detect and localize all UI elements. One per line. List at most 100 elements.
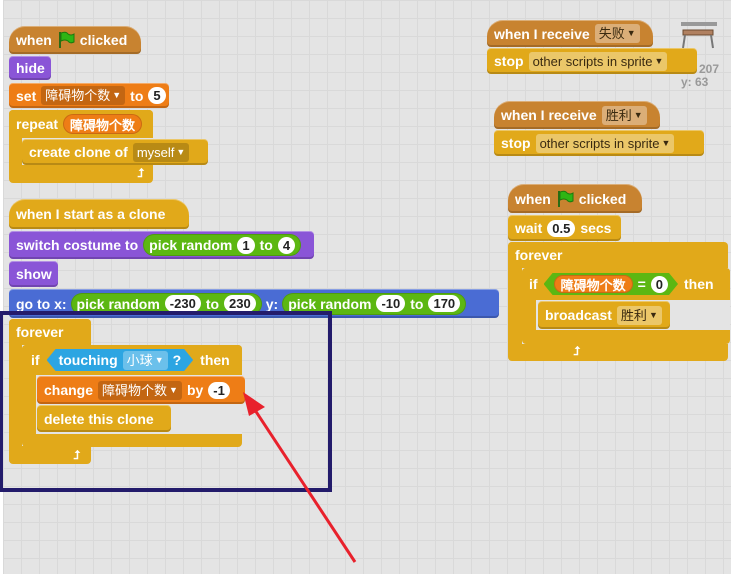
if-block-header: if touching 小球 ▼ ? then (22, 345, 242, 375)
when-flag-clicked-block[interactable]: when clicked (9, 26, 141, 54)
block-label: when I start as a clone (16, 206, 166, 222)
variable-reporter[interactable]: 障碍物个数 (554, 275, 633, 293)
dropdown-value: myself (136, 144, 175, 160)
block-label: create clone of (29, 144, 128, 160)
pick-random-x-reporter[interactable]: pick random -230 to 230 (70, 292, 262, 315)
when-flag-clicked-block[interactable]: when clicked (508, 184, 642, 213)
stop-option-dropdown[interactable]: other scripts in sprite ▼ (528, 51, 668, 71)
create-clone-block[interactable]: create clone of myself ▼ (22, 139, 208, 165)
if-block-header: if 障碍物个数 = 0 then (522, 268, 730, 300)
block-label: then (200, 352, 230, 368)
block-label: secs (580, 220, 612, 236)
dropdown-arrow-icon: ▼ (661, 137, 671, 148)
forever-block-header: forever (9, 319, 91, 345)
wait-value-input[interactable]: 0.5 (547, 219, 576, 237)
dropdown-arrow-icon: ▼ (633, 109, 643, 120)
loop-arrow-icon: ⮥ (573, 344, 581, 358)
pick-random-y-reporter[interactable]: pick random -10 to 170 (282, 292, 467, 315)
variable-dropdown[interactable]: 障碍物个数 ▼ (41, 86, 126, 105)
reporter-label: to (410, 295, 424, 312)
delete-clone-block[interactable]: delete this clone (37, 405, 171, 432)
when-i-receive-block[interactable]: when I receive 胜利 ▼ (494, 101, 660, 129)
x-from-input[interactable]: -230 (164, 295, 201, 312)
stop-block[interactable]: stop other scripts in sprite ▼ (494, 130, 704, 156)
block-label: clicked (79, 32, 128, 48)
dropdown-value: other scripts in sprite (539, 135, 660, 151)
message-dropdown[interactable]: 胜利 ▼ (601, 105, 647, 125)
random-from-input[interactable]: 1 (237, 236, 255, 254)
set-value-input[interactable]: 5 (148, 87, 166, 104)
dropdown-value: 障碍物个数 (45, 88, 111, 103)
repeat-count-reporter[interactable]: 障碍物个数 (63, 114, 143, 134)
equals-predicate[interactable]: 障碍物个数 = 0 (544, 273, 678, 295)
x-to-input[interactable]: 230 (224, 295, 256, 312)
y-to-input[interactable]: 170 (428, 295, 461, 312)
block-label: forever (16, 324, 64, 340)
hide-block[interactable]: hide (9, 56, 51, 80)
reporter-label: to (205, 295, 220, 312)
change-variable-block[interactable]: change 障碍物个数 ▼ by -1 (37, 376, 245, 404)
loop-arrow-icon: ⮥ (137, 166, 145, 180)
block-label: when I receive (494, 25, 590, 42)
dropdown-arrow-icon: ▼ (648, 309, 658, 320)
stop-block[interactable]: stop other scripts in sprite ▼ (487, 48, 697, 74)
predicate-label: touching (58, 352, 118, 368)
pick-random-reporter[interactable]: pick random 1 to 4 (143, 234, 302, 256)
block-label: if (529, 276, 538, 292)
block-label: to (130, 87, 144, 104)
reporter-label: pick random (149, 237, 233, 253)
reporter-label: to (259, 237, 273, 253)
block-label: go to x: (16, 295, 67, 312)
block-label: stop (501, 135, 531, 151)
wait-block[interactable]: wait 0.5 secs (508, 215, 621, 241)
green-flag-icon (557, 190, 574, 207)
block-label: forever (515, 247, 563, 263)
block-label: stop (494, 53, 524, 69)
clone-target-dropdown[interactable]: myself ▼ (132, 142, 190, 162)
stop-option-dropdown[interactable]: other scripts in sprite ▼ (535, 133, 675, 153)
dropdown-arrow-icon: ▼ (112, 90, 122, 100)
block-label: hide (16, 60, 45, 76)
dropdown-arrow-icon: ▼ (169, 384, 178, 395)
y-from-input[interactable]: -10 (376, 295, 406, 312)
block-label: y: (265, 295, 279, 312)
block-label: when (16, 32, 52, 48)
dropdown-value: 胜利 (620, 307, 647, 323)
random-to-input[interactable]: 4 (277, 236, 296, 254)
sprite-y-readout: y: 63 (681, 75, 709, 89)
set-variable-block[interactable]: set 障碍物个数 ▼ to 5 (9, 83, 169, 108)
block-label: then (684, 276, 714, 292)
block-label: when (515, 190, 551, 207)
when-i-receive-block[interactable]: when I receive 失败 ▼ (487, 20, 653, 47)
go-to-xy-block[interactable]: go to x: pick random -230 to 230 y: pick… (9, 289, 499, 318)
block-label: show (16, 266, 52, 282)
dropdown-value: 小球 (126, 352, 153, 368)
block-label: wait (515, 220, 543, 236)
block-label: broadcast (545, 307, 612, 323)
dropdown-value: 障碍物个数 (102, 382, 168, 398)
variable-dropdown[interactable]: 障碍物个数 ▼ (98, 380, 182, 400)
compare-value-input[interactable]: 0 (651, 276, 668, 293)
reporter-label: pick random (76, 295, 160, 312)
block-label: change (44, 382, 94, 398)
predicate-label: = (637, 276, 646, 292)
broadcast-message-dropdown[interactable]: 胜利 ▼ (616, 305, 662, 325)
loop-arrow-icon: ⮥ (73, 448, 81, 462)
green-flag-icon (58, 31, 75, 48)
message-dropdown[interactable]: 失败 ▼ (594, 24, 640, 43)
dropdown-arrow-icon: ▼ (154, 354, 164, 365)
change-value-input[interactable]: -1 (208, 381, 230, 399)
dropdown-arrow-icon: ▼ (176, 146, 186, 157)
broadcast-block[interactable]: broadcast 胜利 ▼ (538, 301, 670, 329)
touching-predicate[interactable]: touching 小球 ▼ ? (47, 349, 194, 371)
sprite-thumbnail-icon (681, 22, 717, 49)
block-label: switch costume to (16, 237, 139, 253)
sprite-info: 207 y: 63 (679, 20, 729, 90)
block-label: repeat (16, 116, 59, 132)
touching-target-dropdown[interactable]: 小球 ▼ (123, 351, 168, 370)
when-start-as-clone-block[interactable]: when I start as a clone (9, 199, 189, 229)
reporter-label: pick random (288, 295, 372, 312)
switch-costume-block[interactable]: switch costume to pick random 1 to 4 (9, 231, 314, 259)
show-block[interactable]: show (9, 261, 58, 287)
